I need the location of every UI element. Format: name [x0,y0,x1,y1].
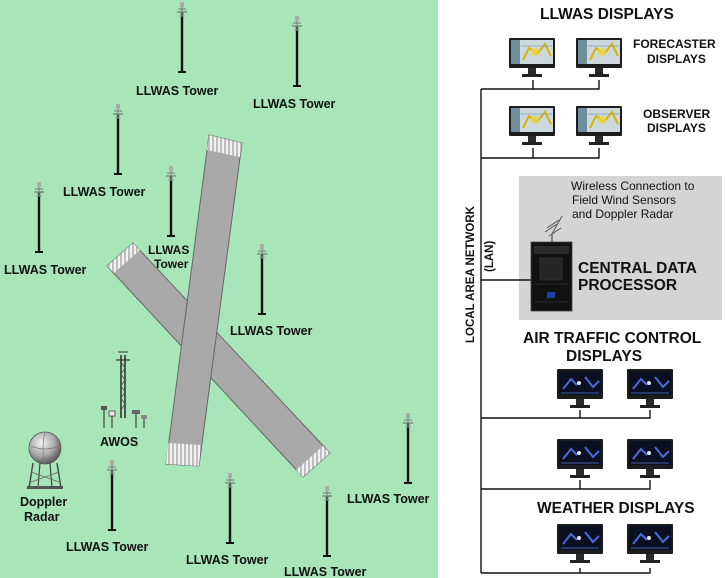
atc-label-line2: DISPLAYS [566,348,642,365]
monitor-icon [508,37,556,78]
runway-ne-sw [165,134,243,467]
llwas-tower-7: LLWAS Tower [66,458,149,554]
atc-display-3 [556,438,604,479]
tower-label: LLWAS Tower [230,324,313,338]
awos-station: AWOS [100,351,147,449]
tower-label: LLWAS Tower [186,553,269,567]
llwas-tower-5: LLWAS Tower [148,164,189,271]
monitor-icon [508,105,556,146]
wireless-antenna-icon [544,215,563,242]
monitor-icon [626,438,674,479]
lan-label-line1: LOCAL AREA NETWORK [465,205,477,343]
llwas-tower-6: LLWAS Tower [230,242,313,338]
observer-label-line1: OBSERVER [643,107,710,121]
wireless-label-line2: Field Wind Sensors [572,193,676,207]
atc-display-4 [626,438,674,479]
wireless-label-line1: Wireless Connection to [571,179,695,193]
tower-label: LLWAS Tower [284,565,367,578]
tower-label: LLWAS Tower [347,492,430,506]
forecaster-display-2 [575,37,623,78]
atc-display-2 [626,368,674,409]
tower-label-line2: Tower [154,257,189,271]
server-cabinet-icon [530,241,573,312]
tower-label: LLWAS Tower [63,185,146,199]
tower-label: LLWAS Tower [66,540,149,554]
llwas-displays-title: LLWAS DISPLAYS [540,6,674,23]
atc-label-line1: AIR TRAFFIC CONTROL [523,330,701,347]
tower-label: LLWAS Tower [253,97,336,111]
forecaster-display-1 [508,37,556,78]
network-lines [480,80,651,574]
tower-label-line1: LLWAS [148,243,189,257]
runway-nw-se [106,242,331,478]
tower-label: LLWAS Tower [136,84,219,98]
central-data-processor: CENTRAL DATA PROCESSOR [530,241,697,312]
forecaster-label-line2: DISPLAYS [647,52,706,66]
forecaster-label-line1: FORECASTER [633,37,716,51]
observer-label-line2: DISPLAYS [647,121,706,135]
tower-label: LLWAS Tower [4,263,87,277]
processor-label-line1: CENTRAL DATA [578,260,697,277]
awos-label: AWOS [100,435,138,449]
radar-label-line2: Radar [24,510,60,524]
weather-display-2 [626,523,674,564]
monitor-icon [575,105,623,146]
llwas-tower-10: LLWAS Tower [347,411,430,506]
awos-icon [101,351,147,428]
radar-dome-icon [27,431,63,489]
lan-label-line2: (LAN) [484,241,496,272]
monitor-icon [556,438,604,479]
monitor-icon [556,368,604,409]
processor-label-line2: PROCESSOR [578,277,677,294]
doppler-radar: Doppler Radar [20,431,67,524]
monitor-icon [626,523,674,564]
llwas-tower-1: LLWAS Tower [136,0,219,98]
weather-display-1 [556,523,604,564]
monitor-icon [575,37,623,78]
observer-display-2 [575,105,623,146]
observer-display-1 [508,105,556,146]
llwas-tower-8: LLWAS Tower [186,471,269,567]
weather-displays-label: WEATHER DISPLAYS [537,500,695,517]
llwas-tower-4: LLWAS Tower [4,180,87,277]
wireless-label-line3: and Doppler Radar [572,207,673,221]
atc-display-1 [556,368,604,409]
monitor-icon [556,523,604,564]
llwas-tower-3: LLWAS Tower [63,102,146,199]
radar-label-line1: Doppler [20,495,67,509]
monitor-icon [626,368,674,409]
llwas-tower-9: LLWAS Tower [284,484,367,578]
llwas-tower-2: LLWAS Tower [253,14,336,111]
